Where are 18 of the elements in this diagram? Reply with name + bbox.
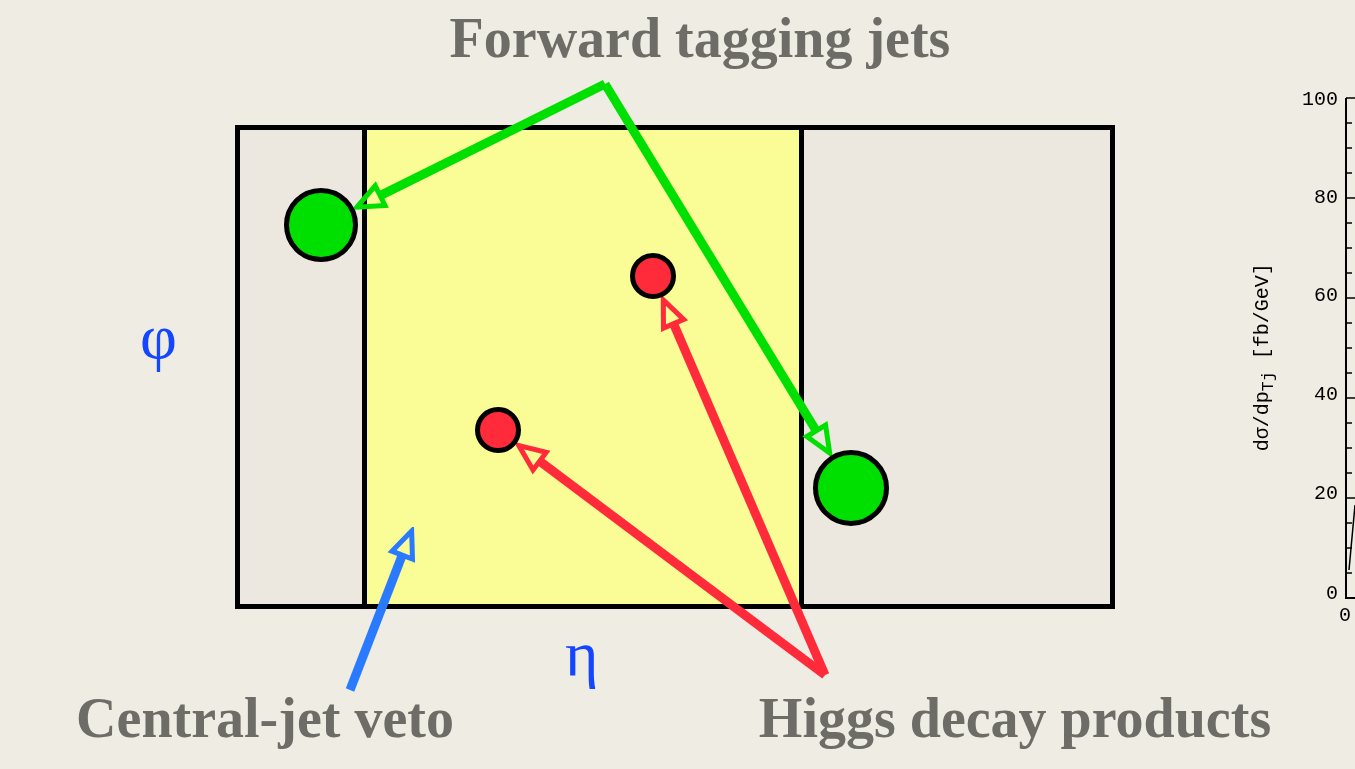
callout-text: Forward tagging jets bbox=[390, 10, 1010, 76]
detector-plane-box bbox=[235, 125, 1115, 609]
tick-label: 20 bbox=[1314, 484, 1338, 504]
arrow bbox=[516, 443, 828, 679]
arrow bbox=[354, 79, 607, 210]
callout-text: Higgs decay products bbox=[680, 690, 1350, 760]
arrow bbox=[660, 297, 830, 677]
decay-product-circle bbox=[475, 407, 521, 453]
tick-label: 80 bbox=[1314, 188, 1338, 208]
callout-text: Central-jet veto bbox=[15, 690, 515, 760]
tick-label: 0 bbox=[1339, 606, 1351, 626]
arrow bbox=[601, 81, 833, 456]
tick-label: 60 bbox=[1314, 286, 1338, 306]
tick-label: 0 bbox=[1326, 584, 1338, 604]
arrow bbox=[345, 528, 415, 692]
tick-label: 100 bbox=[1302, 90, 1338, 110]
decay-product-circle bbox=[630, 253, 676, 299]
tick-label: 40 bbox=[1314, 385, 1338, 405]
